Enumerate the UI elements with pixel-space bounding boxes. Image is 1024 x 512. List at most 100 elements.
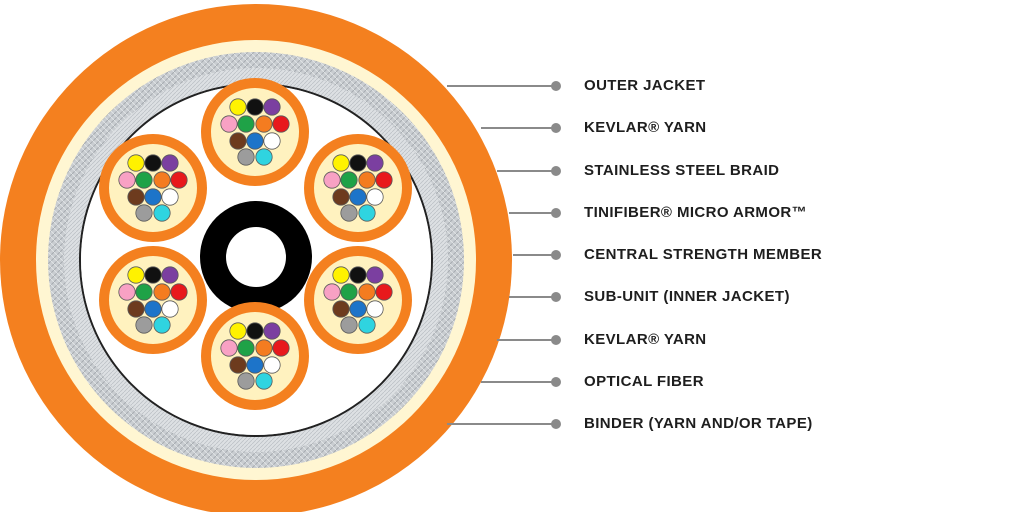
optical-fiber [366, 300, 384, 318]
label-kevlar-yarn-inner: KEVLAR® YARN [584, 331, 707, 348]
leader-lines-group [447, 81, 561, 429]
optical-fiber [358, 204, 376, 222]
optical-fiber [118, 283, 136, 301]
optical-fiber [135, 283, 153, 301]
label-stainless-steel-braid: STAINLESS STEEL BRAID [584, 162, 780, 179]
optical-fiber [358, 283, 376, 301]
optical-fiber [237, 372, 255, 390]
optical-fiber [349, 266, 367, 284]
optical-fiber [144, 300, 162, 318]
optical-fiber [229, 322, 247, 340]
optical-fiber [323, 283, 341, 301]
optical-fiber [144, 266, 162, 284]
sub-unit [304, 246, 412, 354]
optical-fiber [246, 98, 264, 116]
optical-fiber [272, 115, 290, 133]
optical-fiber [144, 154, 162, 172]
optical-fiber [340, 204, 358, 222]
optical-fiber [135, 204, 153, 222]
leader-dot [551, 250, 561, 260]
sub-unit [201, 78, 309, 186]
optical-fiber [375, 283, 393, 301]
leader-dot [551, 208, 561, 218]
optical-fiber [118, 171, 136, 189]
label-binder: BINDER (YARN AND/OR TAPE) [584, 415, 813, 432]
optical-fiber [144, 188, 162, 206]
optical-fiber [161, 188, 179, 206]
label-kevlar-yarn-outer: KEVLAR® YARN [584, 119, 707, 136]
leader-dot [551, 377, 561, 387]
optical-fiber [340, 171, 358, 189]
optical-fiber [332, 266, 350, 284]
optical-fiber [332, 188, 350, 206]
optical-fiber [358, 171, 376, 189]
central-strength-member-hole [226, 227, 286, 287]
optical-fiber [246, 322, 264, 340]
optical-fiber [237, 115, 255, 133]
label-sub-unit: SUB-UNIT (INNER JACKET) [584, 288, 790, 305]
optical-fiber [340, 316, 358, 334]
optical-fiber [153, 283, 171, 301]
optical-fiber [366, 266, 384, 284]
optical-fiber [366, 154, 384, 172]
optical-fiber [220, 115, 238, 133]
optical-fiber [263, 356, 281, 374]
optical-fiber [255, 339, 273, 357]
optical-fiber [127, 300, 145, 318]
sub-unit [201, 302, 309, 410]
label-micro-armor: TINIFIBER® MICRO ARMOR™ [584, 204, 808, 221]
optical-fiber [263, 98, 281, 116]
optical-fiber [229, 98, 247, 116]
optical-fiber [220, 339, 238, 357]
optical-fiber [340, 283, 358, 301]
optical-fiber [170, 171, 188, 189]
optical-fiber [349, 188, 367, 206]
optical-fiber [255, 115, 273, 133]
leader-dot [551, 81, 561, 91]
optical-fiber [127, 188, 145, 206]
sub-unit [304, 134, 412, 242]
optical-fiber [153, 316, 171, 334]
optical-fiber [332, 154, 350, 172]
leader-dot [551, 335, 561, 345]
leader-dot [551, 419, 561, 429]
optical-fiber [153, 204, 171, 222]
optical-fiber [255, 372, 273, 390]
optical-fiber [170, 283, 188, 301]
optical-fiber [323, 171, 341, 189]
optical-fiber [246, 132, 264, 150]
optical-fiber [237, 148, 255, 166]
optical-fiber [358, 316, 376, 334]
optical-fiber [127, 154, 145, 172]
optical-fiber [161, 300, 179, 318]
optical-fiber [237, 339, 255, 357]
sub-unit [99, 246, 207, 354]
optical-fiber [349, 154, 367, 172]
optical-fiber [153, 171, 171, 189]
optical-fiber [366, 188, 384, 206]
optical-fiber [272, 339, 290, 357]
label-optical-fiber: OPTICAL FIBER [584, 373, 704, 390]
optical-fiber [246, 356, 264, 374]
label-outer-jacket: OUTER JACKET [584, 77, 706, 94]
label-central-strength-member: CENTRAL STRENGTH MEMBER [584, 246, 823, 263]
optical-fiber [332, 300, 350, 318]
optical-fiber [255, 148, 273, 166]
sub-units-group [99, 78, 412, 410]
leader-dot [551, 166, 561, 176]
optical-fiber [229, 132, 247, 150]
optical-fiber [263, 132, 281, 150]
optical-fiber [349, 300, 367, 318]
optical-fiber [135, 316, 153, 334]
optical-fiber [127, 266, 145, 284]
optical-fiber [161, 266, 179, 284]
leader-dot [551, 123, 561, 133]
optical-fiber [375, 171, 393, 189]
optical-fiber [161, 154, 179, 172]
optical-fiber [229, 356, 247, 374]
sub-unit [99, 134, 207, 242]
leader-dot [551, 292, 561, 302]
optical-fiber [263, 322, 281, 340]
